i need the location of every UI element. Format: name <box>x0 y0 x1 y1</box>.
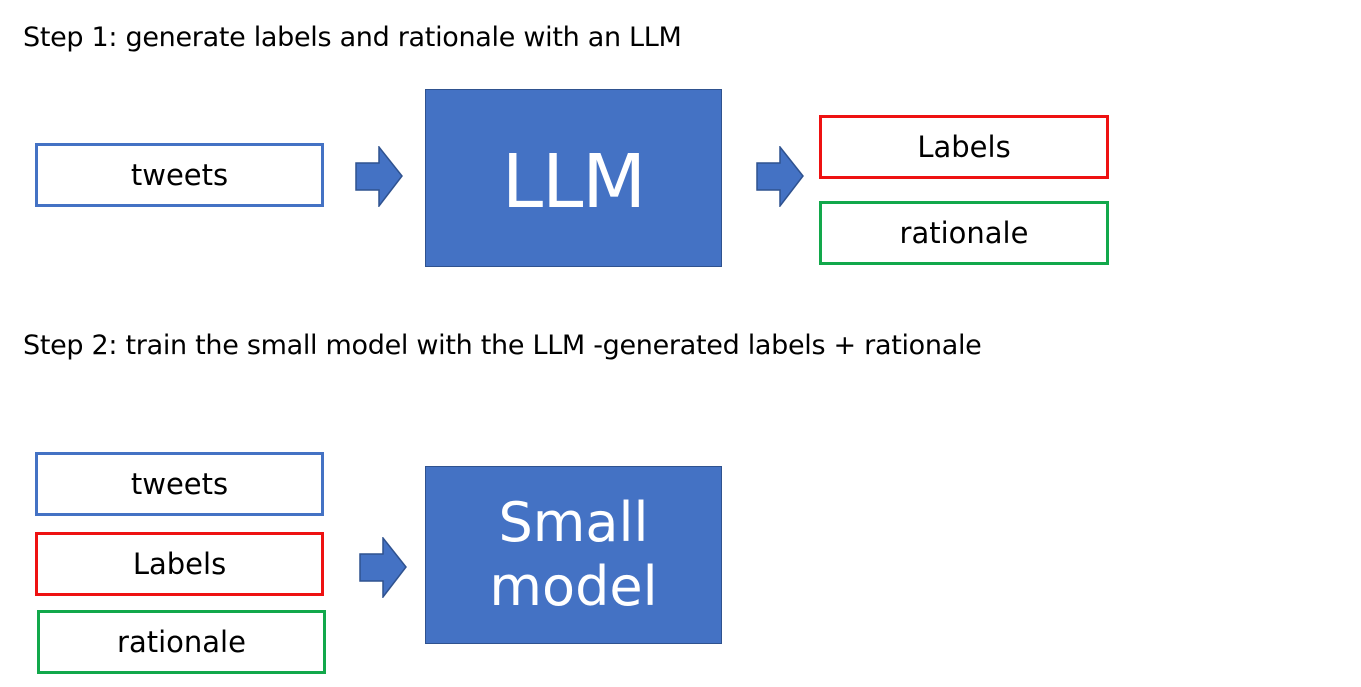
step1-tweets-box: tweets <box>35 143 324 207</box>
step1-output-arrow-right-icon <box>756 146 804 207</box>
step2-title: Step 2: train the small model with the L… <box>23 330 982 361</box>
step1-labels-box: Labels <box>819 115 1109 179</box>
step1-labels-label: Labels <box>917 130 1011 164</box>
llm-label: LLM <box>501 139 646 225</box>
step1-arrow-right-icon <box>355 146 403 207</box>
step2-rationale-box: rationale <box>37 610 326 674</box>
small-model-box: Small model <box>425 466 722 644</box>
step1-tweets-label: tweets <box>130 158 229 192</box>
llm-box: LLM <box>425 89 722 267</box>
step2-arrow-right-icon <box>359 537 407 598</box>
step1-rationale-label: rationale <box>899 216 1029 250</box>
step2-tweets-label: tweets <box>130 467 229 501</box>
step2-labels-label: Labels <box>132 547 227 581</box>
step2-tweets-box: tweets <box>35 452 324 516</box>
step2-rationale-label: rationale <box>117 625 246 659</box>
step1-title: Step 1: generate labels and rationale wi… <box>23 22 682 53</box>
step2-labels-box: Labels <box>35 532 324 596</box>
step1-rationale-box: rationale <box>819 201 1109 265</box>
